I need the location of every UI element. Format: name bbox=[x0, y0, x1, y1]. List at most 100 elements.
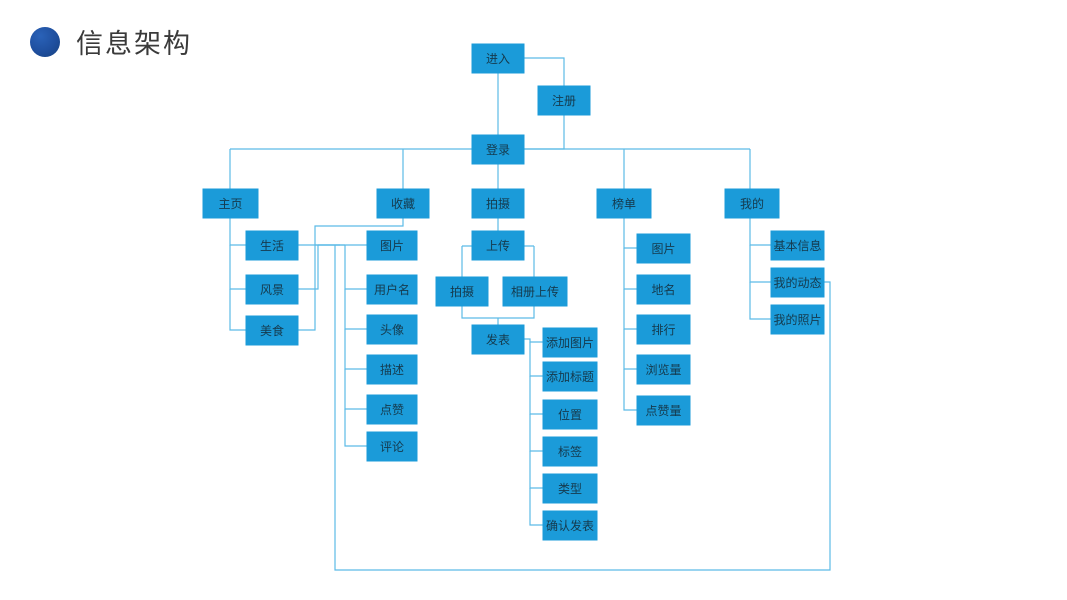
connector-line bbox=[334, 245, 831, 571]
connector-line bbox=[749, 245, 771, 283]
node-rank-place[interactable]: 地名 bbox=[636, 274, 691, 305]
node-box[interactable] bbox=[542, 399, 598, 430]
node-box[interactable] bbox=[471, 43, 525, 74]
node-box[interactable] bbox=[636, 314, 691, 345]
connector-line bbox=[749, 282, 771, 320]
node-box[interactable] bbox=[471, 230, 525, 261]
node-fav-like[interactable]: 点赞 bbox=[366, 394, 418, 425]
node-box[interactable] bbox=[245, 315, 299, 346]
node-box[interactable] bbox=[471, 134, 525, 165]
connector-line bbox=[344, 245, 367, 290]
node-box[interactable] bbox=[366, 394, 418, 425]
node-home[interactable]: 主页 bbox=[202, 188, 259, 219]
connector-line bbox=[229, 218, 246, 246]
node-box[interactable] bbox=[245, 230, 299, 261]
node-box[interactable] bbox=[202, 188, 259, 219]
node-favorites[interactable]: 收藏 bbox=[376, 188, 430, 219]
node-box[interactable] bbox=[471, 188, 525, 219]
node-tag[interactable]: 标签 bbox=[542, 436, 598, 467]
connector-line bbox=[229, 245, 246, 290]
node-box[interactable] bbox=[636, 274, 691, 305]
node-login[interactable]: 登录 bbox=[471, 134, 525, 165]
node-box[interactable] bbox=[770, 230, 825, 261]
node-rank-order[interactable]: 排行 bbox=[636, 314, 691, 345]
node-location[interactable]: 位置 bbox=[542, 399, 598, 430]
node-category[interactable]: 类型 bbox=[542, 473, 598, 504]
node-box[interactable] bbox=[636, 354, 691, 385]
node-add-image[interactable]: 添加图片 bbox=[542, 327, 598, 358]
node-box[interactable] bbox=[596, 188, 652, 219]
node-box[interactable] bbox=[471, 324, 525, 355]
connector-layer bbox=[229, 57, 831, 571]
connector-line bbox=[529, 451, 543, 489]
node-box[interactable] bbox=[542, 327, 598, 358]
connector-line bbox=[623, 248, 637, 290]
node-box[interactable] bbox=[435, 276, 489, 307]
node-rank-likes[interactable]: 点赞量 bbox=[636, 395, 691, 426]
node-box[interactable] bbox=[770, 267, 825, 298]
filled-circle-icon bbox=[30, 26, 60, 57]
node-fav-username[interactable]: 用户名 bbox=[366, 274, 418, 305]
node-upload[interactable]: 上传 bbox=[471, 230, 525, 261]
slide-header: 信息架构 bbox=[30, 22, 192, 61]
connector-line bbox=[344, 369, 367, 410]
node-my-photos[interactable]: 我的照片 bbox=[770, 304, 825, 335]
node-mine[interactable]: 我的 bbox=[724, 188, 780, 219]
node-album-upload[interactable]: 相册上传 bbox=[502, 276, 568, 307]
node-box[interactable] bbox=[366, 354, 418, 385]
node-box[interactable] bbox=[502, 276, 568, 307]
connector-line bbox=[298, 245, 319, 290]
node-basic-info[interactable]: 基本信息 bbox=[770, 230, 825, 261]
node-register[interactable]: 注册 bbox=[537, 85, 591, 116]
node-box[interactable] bbox=[376, 188, 430, 219]
node-confirm-post[interactable]: 确认发表 bbox=[542, 510, 598, 541]
node-enter[interactable]: 进入 bbox=[471, 43, 525, 74]
connector-line bbox=[623, 289, 637, 330]
connector-line bbox=[529, 376, 543, 415]
node-rank-image[interactable]: 图片 bbox=[636, 233, 691, 264]
connector-line bbox=[298, 245, 316, 331]
node-box[interactable] bbox=[542, 436, 598, 467]
node-shoot[interactable]: 拍摄 bbox=[471, 188, 525, 219]
connector-line bbox=[623, 218, 637, 249]
page-title: 信息架构 bbox=[76, 29, 192, 60]
node-box[interactable] bbox=[366, 230, 418, 261]
node-add-title[interactable]: 添加标题 bbox=[542, 361, 598, 392]
node-box[interactable] bbox=[542, 510, 598, 541]
node-box[interactable] bbox=[537, 85, 591, 116]
connector-line bbox=[623, 329, 637, 370]
node-scenery[interactable]: 风景 bbox=[245, 274, 299, 305]
connector-line bbox=[344, 289, 367, 330]
node-fav-desc[interactable]: 描述 bbox=[366, 354, 418, 385]
node-rank-views[interactable]: 浏览量 bbox=[636, 354, 691, 385]
node-box[interactable] bbox=[366, 314, 418, 345]
node-box[interactable] bbox=[724, 188, 780, 219]
node-box[interactable] bbox=[770, 304, 825, 335]
node-life[interactable]: 生活 bbox=[245, 230, 299, 261]
connector-line bbox=[623, 369, 637, 411]
node-box[interactable] bbox=[366, 274, 418, 305]
connector-line bbox=[344, 409, 367, 447]
connector-line bbox=[749, 218, 771, 246]
connector-line bbox=[529, 488, 543, 526]
node-box[interactable] bbox=[636, 395, 691, 426]
node-ranking[interactable]: 榜单 bbox=[596, 188, 652, 219]
node-box[interactable] bbox=[636, 233, 691, 264]
connector-line bbox=[524, 338, 543, 343]
node-take-photo[interactable]: 拍摄 bbox=[435, 276, 489, 307]
node-publish[interactable]: 发表 bbox=[471, 324, 525, 355]
node-my-feed[interactable]: 我的动态 bbox=[770, 267, 825, 298]
node-box[interactable] bbox=[366, 431, 418, 462]
node-box[interactable] bbox=[245, 274, 299, 305]
connector-line bbox=[529, 414, 543, 452]
connector-line bbox=[344, 329, 367, 370]
connector-line bbox=[229, 289, 246, 331]
node-fav-image[interactable]: 图片 bbox=[366, 230, 418, 261]
node-box[interactable] bbox=[542, 361, 598, 392]
node-fav-comment[interactable]: 评论 bbox=[366, 431, 418, 462]
node-fav-avatar[interactable]: 头像 bbox=[366, 314, 418, 345]
node-box[interactable] bbox=[542, 473, 598, 504]
node-food[interactable]: 美食 bbox=[245, 315, 299, 346]
